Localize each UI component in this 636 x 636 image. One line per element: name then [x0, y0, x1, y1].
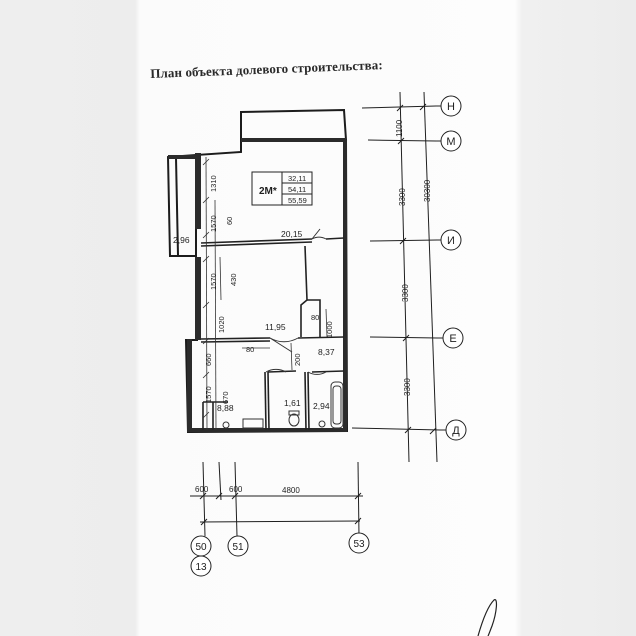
wall-fills [168, 138, 347, 432]
sanitary-fixtures [222, 381, 344, 429]
apartment-type: 2М* [259, 186, 277, 197]
left-dimension-labels: 1310 1570 60 1570 430 1020 660 1570 670 [204, 175, 238, 404]
dim-bottom-4800: 4800 [282, 486, 300, 495]
area-total: 54,11 [288, 185, 306, 194]
dim-left-1020: 1020 [217, 316, 226, 333]
dim-left-1570-b: 1570 [209, 273, 218, 290]
door-swings [265, 228, 327, 375]
dim-right-30300: 30300 [423, 179, 432, 202]
axis-marker-m: М [446, 136, 455, 148]
axis-marker-51: 51 [232, 542, 244, 553]
dim-left-1310: 1310 [209, 175, 218, 192]
axis-marker-n: Н [447, 101, 455, 113]
axis-marker-i: И [447, 235, 455, 247]
axis-marker-e: Е [449, 333, 456, 345]
room-large-area: 20,15 [281, 229, 303, 239]
wc-area: 1,61 [284, 398, 301, 408]
dim-right-3300-a: 3300 [398, 188, 407, 206]
bottom-axis-markers: 50 51 53 13 [190, 532, 370, 577]
balcony-area: 2,96 [173, 235, 190, 245]
dim-inner-80-b: 80 [246, 345, 254, 354]
right-dimension-labels: 1100 3300 3300 3300 30300 [395, 119, 432, 396]
right-axis-markers: Н М И Е Д [436, 95, 467, 441]
interior-walls [200, 237, 345, 431]
bottom-axis-lines [190, 461, 363, 537]
right-axis-lines [351, 91, 441, 463]
axis-marker-53: 53 [353, 539, 365, 550]
dim-left-1570-a: 1570 [209, 215, 218, 232]
dim-inner-200: 200 [293, 353, 302, 366]
apartment-label: 2М* 32,11 54,11 55,59 [251, 171, 313, 206]
axis-marker-50: 50 [195, 542, 207, 553]
dim-inner-1000: 1000 [325, 321, 334, 338]
dim-left-60: 60 [225, 217, 234, 225]
signature-stroke [477, 599, 498, 636]
dim-bottom-600-b: 600 [229, 485, 243, 494]
bottom-dimension-labels: 600 600 4800 [195, 485, 300, 495]
dim-right-3300-c: 3300 [403, 378, 412, 396]
inner-dimension-lines [242, 308, 328, 371]
axis-marker-13: 13 [195, 562, 207, 573]
dim-right-1100: 1100 [395, 119, 404, 137]
dim-bottom-600-a: 600 [195, 485, 209, 494]
axis-marker-d: Д [452, 425, 460, 437]
kitchen-area: 8,37 [318, 347, 335, 357]
area-total-with-balcony: 55,59 [288, 196, 307, 205]
dim-left-1570-c: 1570 [204, 386, 213, 403]
dim-right-3300-b: 3300 [401, 284, 410, 302]
room-areas: 20,15 11,95 2,96 8,37 8,88 1,61 2,94 [173, 229, 335, 413]
dim-inner-80-a: 80 [311, 313, 319, 322]
dim-left-670: 670 [221, 391, 230, 404]
bath-area: 2,94 [313, 401, 330, 411]
hall-area: 8,88 [217, 403, 234, 413]
dim-left-660: 660 [204, 353, 213, 366]
inner-dimension-labels: 80 1000 80 200 [246, 313, 334, 366]
left-dimension-lines [202, 156, 222, 431]
dim-left-430: 430 [229, 273, 238, 286]
room-small-area: 11,95 [265, 322, 286, 332]
area-living: 32,11 [288, 174, 306, 183]
